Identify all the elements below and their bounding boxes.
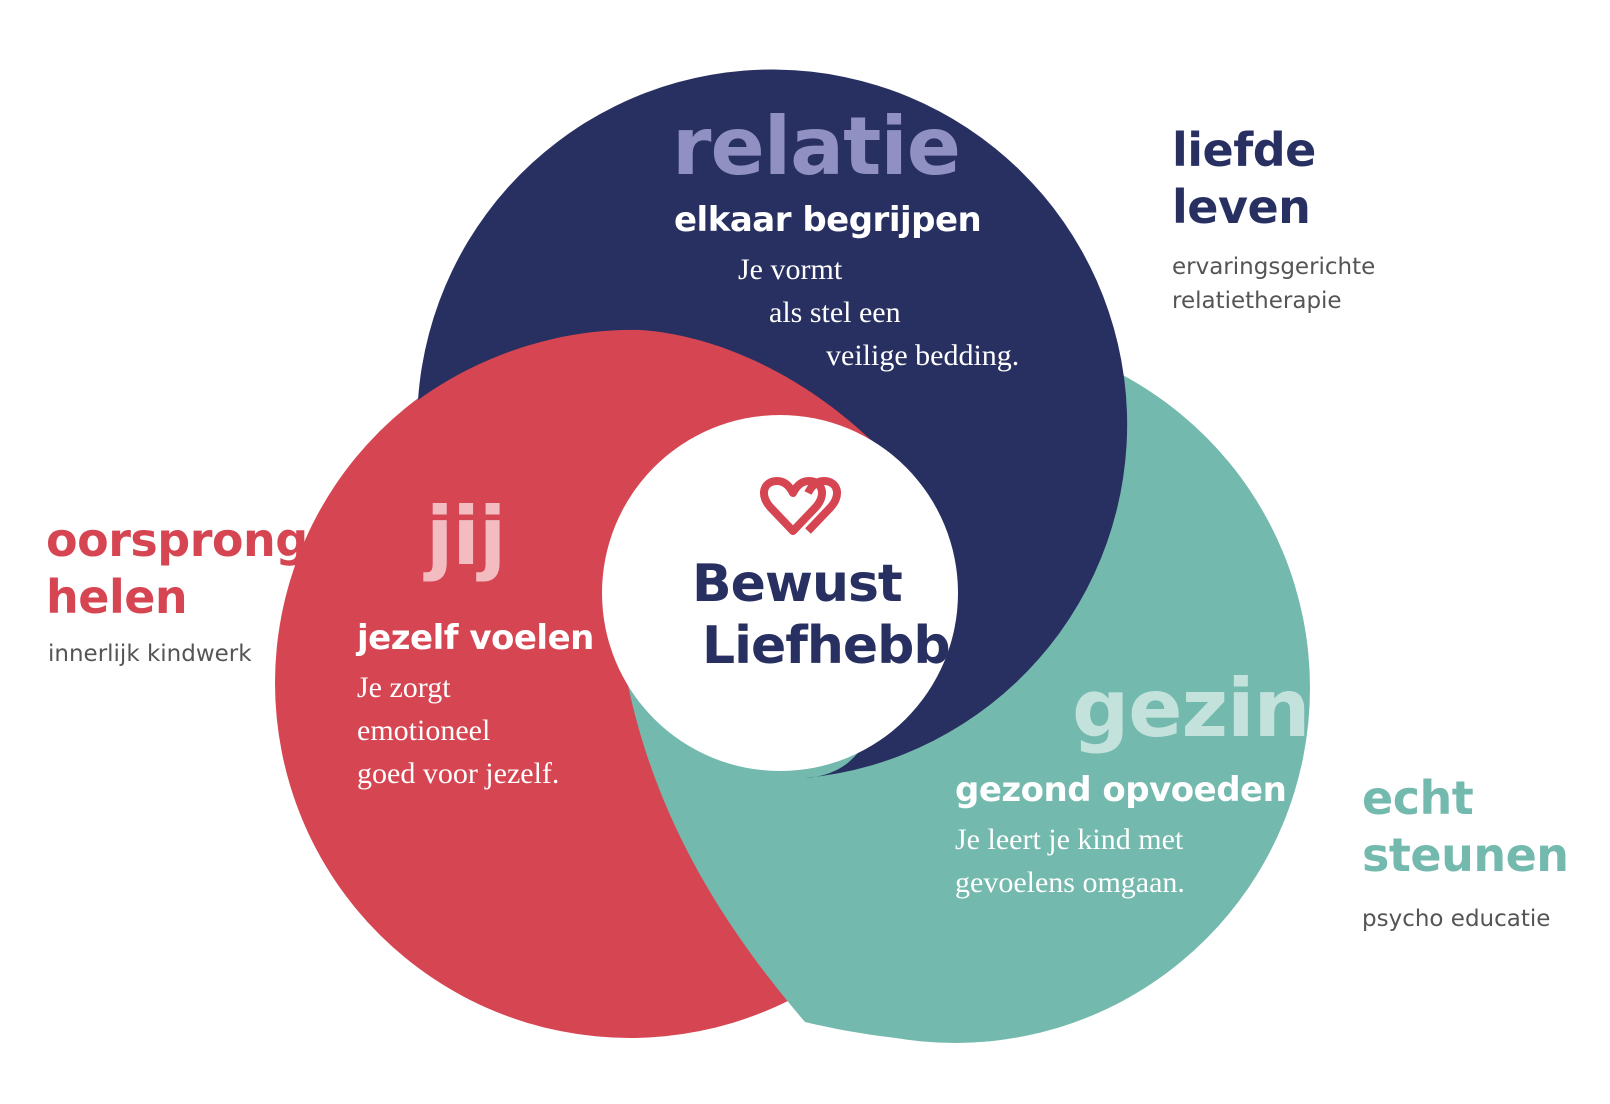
relatie-title: relatie <box>672 100 961 193</box>
jij-body-line2: emotioneel <box>357 714 491 747</box>
gezin-body-line2: gevoelens omgaan. <box>955 866 1185 899</box>
side-gezin-line2: steunen <box>1362 828 1569 882</box>
side-gezin-sub-line1: psycho educatie <box>1362 906 1551 932</box>
side-relatie-sub-line1: ervaringsgerichte <box>1172 254 1376 280</box>
gezin-title: gezin <box>1072 662 1310 755</box>
side-jij-line1: oorsprong <box>46 513 308 567</box>
side-jij-line2: helen <box>46 570 188 624</box>
side-relatie-sub-line2: relatietherapie <box>1172 288 1342 314</box>
relatie-heading: elkaar begrijpen <box>674 200 982 240</box>
center-circle <box>602 415 958 771</box>
jij-heading: jezelf voelen <box>357 618 594 658</box>
side-relatie-sub: ervaringsgerichte relatietherapie <box>1172 250 1375 318</box>
side-gezin-line1: echt <box>1362 771 1474 825</box>
center-title-line1: Bewust <box>692 554 903 614</box>
jij-title: jij <box>426 490 506 583</box>
jij-body-line1: Je zorgt <box>357 671 451 704</box>
relatie-body-line2: als stel een <box>769 296 901 329</box>
side-relatie-line1: liefde <box>1172 123 1316 177</box>
relatie-body-line1: Je vormt <box>738 253 843 286</box>
center-title-line2: Liefhebben <box>702 616 1021 676</box>
side-jij-sub-line1: innerlijk kindwerk <box>48 641 252 667</box>
center-title: Bewust Liefhebben <box>692 553 1021 677</box>
side-jij-sub: innerlijk kindwerk <box>48 637 252 671</box>
gezin-heading: gezond opvoeden <box>955 770 1287 810</box>
jij-body-line3: goed voor jezelf. <box>357 757 560 790</box>
side-relatie-line2: leven <box>1172 180 1311 234</box>
relatie-body-line3: veilige bedding. <box>826 339 1020 372</box>
double-heart-icon <box>760 477 841 535</box>
side-gezin-sub: psycho educatie <box>1362 902 1550 936</box>
side-gezin-heading: echt steunen <box>1362 770 1569 884</box>
side-jij-heading: oorsprong helen <box>46 512 308 626</box>
gezin-body-line1: Je leert je kind met <box>955 823 1184 856</box>
side-relatie-heading: liefde leven <box>1172 122 1316 236</box>
